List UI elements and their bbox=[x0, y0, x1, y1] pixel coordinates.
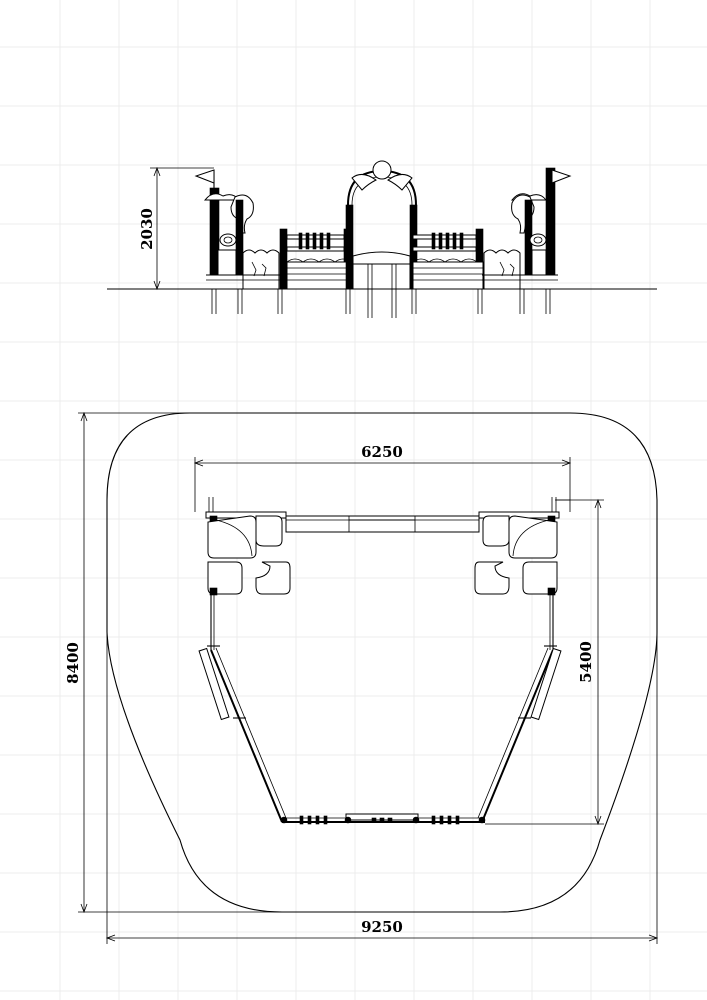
plan-view: 8400 9250 6250 5400 bbox=[64, 411, 659, 944]
center-arch bbox=[345, 160, 418, 318]
inner-depth-dimension: 5400 bbox=[485, 498, 604, 826]
right-flag-icon bbox=[551, 169, 572, 184]
right-tower-plan bbox=[474, 497, 571, 596]
arch-sun-icon bbox=[372, 160, 392, 180]
left-tower-plan bbox=[205, 497, 291, 596]
depth-label-8400: 8400 bbox=[64, 642, 82, 684]
width-label-9250: 9250 bbox=[361, 918, 403, 936]
left-tower bbox=[194, 169, 282, 314]
safety-zone-outline bbox=[106, 412, 658, 913]
inner-width-dimension: 6250 bbox=[193, 443, 572, 512]
width-label-6250: 6250 bbox=[361, 443, 403, 461]
top-bench-row bbox=[285, 515, 480, 533]
depth-label-5400: 5400 bbox=[577, 641, 595, 683]
overall-depth-dimension: 8400 bbox=[64, 411, 282, 914]
elevation-height-dimension: 2030 bbox=[138, 166, 214, 291]
left-panel-wall bbox=[277, 228, 352, 314]
overall-width-dimension: 9250 bbox=[105, 632, 659, 944]
bottom-fence-row bbox=[280, 813, 486, 825]
right-tower bbox=[482, 167, 572, 314]
left-diagonal-fence bbox=[198, 595, 287, 823]
right-panel-wall bbox=[411, 228, 484, 314]
right-diagonal-fence bbox=[477, 595, 562, 823]
front-elevation: 2030 bbox=[107, 160, 657, 318]
left-flag-icon bbox=[194, 169, 215, 184]
height-label-2030: 2030 bbox=[138, 208, 156, 250]
